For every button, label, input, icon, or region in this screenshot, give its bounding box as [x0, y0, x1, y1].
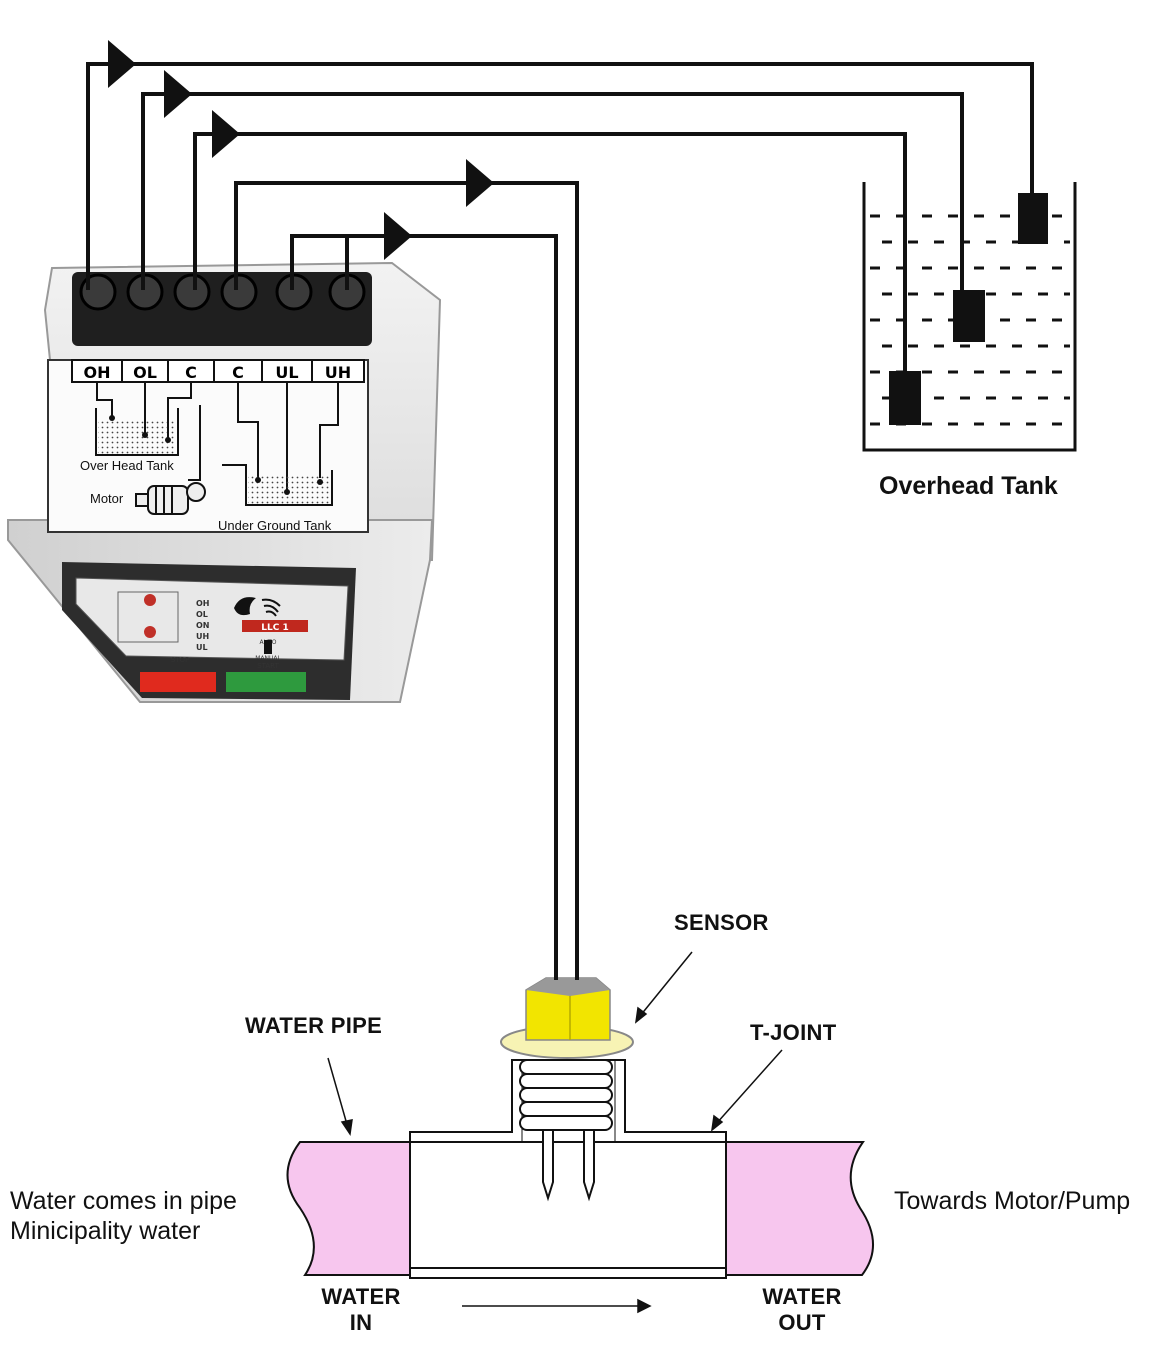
- arrow-icon: [164, 70, 192, 118]
- terminal-labels: OH OL C C UL UH: [71, 359, 365, 383]
- start-label: START: [257, 662, 279, 670]
- wire-c-sensor: [234, 181, 579, 980]
- mode-switch[interactable]: [264, 640, 272, 654]
- wire-arrows: [108, 40, 494, 260]
- destination-note: Towards Motor/Pump: [894, 1187, 1131, 1215]
- mini-underground-tank-label: Under Ground Tank: [218, 518, 332, 533]
- sensor-label: SENSOR: [674, 910, 769, 935]
- pipe-left-segment: [286, 1141, 411, 1276]
- water-pipe: [286, 1141, 874, 1276]
- model-badge: [242, 620, 308, 632]
- brand-logo: [234, 597, 281, 617]
- water-out-label-line1: WATER: [762, 1284, 842, 1309]
- terminal-label-c2: C: [232, 363, 244, 382]
- start-button[interactable]: [226, 672, 306, 692]
- model-label: LLC 1: [261, 623, 288, 633]
- overhead-tank: [862, 182, 1077, 452]
- panel-indicator-ol: OL: [196, 610, 208, 619]
- panel-indicator-uh: UH: [196, 632, 209, 641]
- probe-ol: [953, 290, 985, 342]
- stop-label: STOP: [171, 656, 189, 664]
- tjoint-label: T-JOINT: [750, 1020, 837, 1045]
- wire-oh: [86, 62, 1034, 290]
- overhead-tank-label: Overhead Tank: [879, 472, 1058, 500]
- mode-manual-label: MANUAL: [255, 655, 281, 662]
- sensor-thread: [519, 1059, 613, 1131]
- wire-c-tank: [193, 132, 907, 374]
- sensor: [500, 912, 634, 1202]
- probe-common: [889, 371, 921, 425]
- water-in-label-line2: IN: [349, 1310, 373, 1335]
- wire-ol: [141, 92, 964, 292]
- wires: [86, 62, 1034, 980]
- stop-button[interactable]: [140, 672, 216, 692]
- terminal-label-c1: C: [185, 363, 197, 382]
- controller-unit: OH OL C C UL UH: [7, 261, 442, 703]
- terminal-block: [72, 272, 372, 346]
- sensor-probes: [542, 1129, 595, 1202]
- indicator-leds: [117, 591, 179, 643]
- water-source-note-line2: Minicipality water: [10, 1217, 201, 1245]
- arrow-icon: [108, 40, 136, 88]
- panel-indicator-on: ON: [196, 621, 210, 630]
- water-in-label-line1: WATER: [321, 1284, 401, 1309]
- water-source-note-line1: Water comes in pipe: [10, 1187, 237, 1215]
- water-pipe-label: WATER PIPE: [245, 1013, 383, 1038]
- water-out-label-line2: OUT: [778, 1310, 826, 1335]
- t-joint: [409, 1059, 727, 1279]
- pipe-right-segment: [725, 1141, 874, 1276]
- wire-ul: [290, 234, 558, 980]
- probe-oh: [1018, 193, 1048, 244]
- callout-arrows: [327, 951, 783, 1314]
- motor-icon: [135, 482, 206, 515]
- arrow-icon: [466, 159, 494, 207]
- mini-motor-label: Motor: [90, 491, 124, 506]
- arrow-icon: [384, 212, 412, 260]
- terminal-label-ol: OL: [133, 363, 157, 382]
- terminal-label-ul: UL: [275, 363, 298, 382]
- terminal-label-oh: OH: [84, 363, 111, 382]
- arrow-icon: [212, 110, 240, 158]
- terminal-label-uh: UH: [325, 363, 351, 382]
- panel-indicator-oh: OH: [196, 599, 210, 608]
- mini-overhead-tank-label: Over Head Tank: [80, 458, 174, 473]
- panel-indicator-ul: UL: [196, 643, 208, 652]
